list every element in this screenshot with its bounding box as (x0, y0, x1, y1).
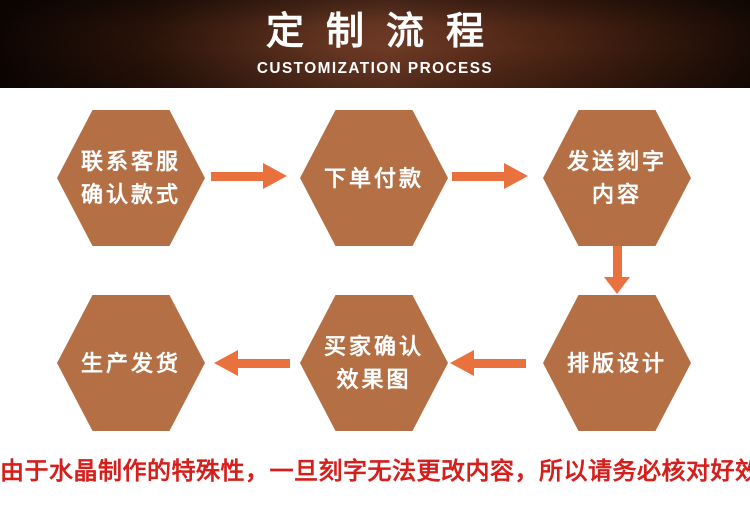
flow-step-5-buyer-confirm: 买家确认 效果图 (300, 295, 448, 431)
flow-step-label-line: 效果图 (336, 367, 412, 392)
arrow-step1-to-step2 (211, 163, 287, 189)
header-banner: 定制流程 CUSTOMIZATION PROCESS (0, 0, 750, 88)
flow-step-2-place-order: 下单付款 (300, 110, 448, 246)
flow-step-3-send-engraving: 发送刻字 内容 (543, 110, 691, 246)
flow-step-label-line: 内容 (591, 182, 642, 207)
flow-step-1-contact-service: 联系客服 确认款式 (57, 110, 205, 246)
arrow-shaft (612, 246, 622, 277)
arrow-shaft (474, 358, 526, 368)
flow-step-label-line: 生产发货 (80, 350, 181, 376)
page-title: 定制流程 (265, 11, 506, 53)
arrow-step4-to-step5 (450, 350, 526, 376)
arrow-down-icon (604, 277, 630, 294)
arrow-right-icon (263, 163, 287, 189)
arrow-shaft (452, 171, 504, 181)
flow-step-4-layout-design: 排版设计 (543, 295, 691, 431)
warning-text: 由于水晶制作的特殊性，一旦刻字无法更改内容，所以请务必核对好效果图 (0, 458, 750, 485)
arrow-step3-to-step4 (604, 246, 630, 294)
arrow-left-icon (450, 350, 474, 376)
arrow-shaft (238, 358, 290, 368)
arrow-left-icon (214, 350, 238, 376)
flow-step-6-produce-ship: 生产发货 (57, 295, 205, 431)
flow-step-label-line: 买家确认 (323, 334, 424, 359)
arrow-step2-to-step3 (452, 163, 528, 189)
arrow-shaft (211, 171, 263, 181)
flow-step-label-line: 联系客服 (80, 149, 181, 174)
arrow-step5-to-step6 (214, 350, 290, 376)
page-subtitle: CUSTOMIZATION PROCESS (256, 59, 494, 77)
arrow-right-icon (504, 163, 528, 189)
flow-step-label-line: 下单付款 (323, 165, 424, 191)
flow-step-label-line: 发送刻字 (566, 149, 667, 174)
flow-step-label-line: 确认款式 (80, 182, 181, 207)
flow-step-label-line: 排版设计 (566, 350, 667, 376)
